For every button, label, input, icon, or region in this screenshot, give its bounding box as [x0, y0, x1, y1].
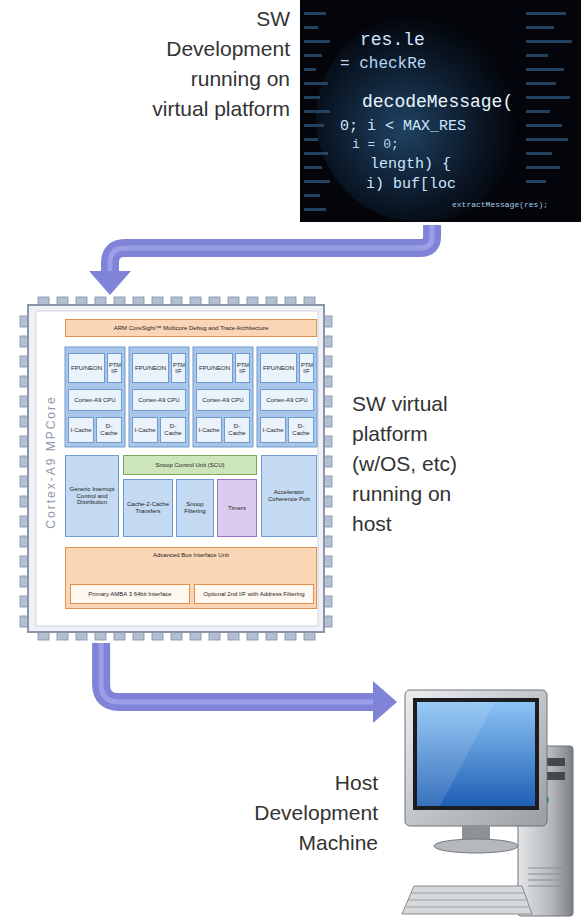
cpu-core-box: Cortex-A9 CPU — [132, 389, 186, 411]
block-label: PTM I/F — [300, 362, 313, 375]
arrow-body — [110, 225, 432, 278]
block-label: I-Cache — [197, 427, 220, 434]
block-label: FPU/NEON — [134, 365, 167, 372]
filter-box: Snoop Filtering — [176, 479, 214, 537]
code-fragment: res.le — [360, 30, 425, 51]
host-computer: Host Development Machine — [400, 688, 576, 920]
code-fragment: extractMessage(res); — [452, 200, 548, 209]
caption-text: Host Development Machine — [248, 768, 378, 858]
block-label: D-Cache — [97, 423, 121, 436]
port-box: Accelerator Coherence Port — [261, 455, 317, 537]
cache-box: I-Cache — [68, 417, 94, 443]
fpu-box: FPU/NEON — [68, 353, 105, 383]
fpu-box: FPU/NEON — [132, 353, 169, 383]
cache-box: D-Cache — [224, 417, 250, 443]
transfer-box: Cache-2-Cache Transfers — [123, 479, 173, 537]
block-label: PTM I/F — [108, 362, 121, 375]
block-label: FPU/NEON — [70, 365, 103, 372]
block-label: Snoop Filtering — [177, 501, 213, 514]
bus-unit-box: Advanced Bus Interface UnitPrimary AMBA … — [65, 547, 317, 609]
interface-box: Optional 2nd I/F with Address Filtering — [194, 584, 314, 604]
block-label: I-Cache — [69, 427, 92, 434]
cache-box: D-Cache — [288, 417, 314, 443]
block-label: PTM I/F — [236, 362, 249, 375]
block-label: Accelerator Coherence Port — [262, 489, 316, 502]
block-label: I-Cache — [261, 427, 284, 434]
ptm-box: PTM I/F — [235, 353, 250, 383]
block-label: ARM CoreSight™ Multicore Debug and Trace… — [113, 325, 270, 332]
ptm-box: PTM I/F — [299, 353, 314, 383]
code-fragment: 0; i < MAX_RES — [340, 118, 466, 135]
block-label: Advanced Bus Interface Unit — [152, 552, 230, 559]
block-label: I-Cache — [133, 427, 156, 434]
code-fragment: i) buf[loc — [366, 176, 456, 193]
block-label: Cache-2-Cache Transfers — [124, 501, 172, 514]
block-label: Primary AMBA 3 64bit Interface — [87, 591, 172, 598]
chip-art — [20, 297, 332, 640]
cache-box: I-Cache — [260, 417, 286, 443]
code-fragment: length) { — [370, 156, 451, 173]
cpu-core-box: Cortex-A9 CPU — [196, 389, 250, 411]
arrow-highlight — [101, 643, 380, 702]
cpu-core-box: Cortex-A9 CPU — [260, 389, 314, 411]
block-label: PTM I/F — [172, 362, 185, 375]
code-fragment: = checkRe — [340, 55, 426, 73]
arrow-body — [101, 643, 380, 702]
caption-text: SW Development running on virtual platfo… — [140, 4, 290, 124]
code-fragment: decodeMessage( — [362, 92, 513, 113]
arrow-highlight — [110, 225, 432, 278]
block-label: FPU/NEON — [198, 365, 231, 372]
block-label: Cortex-A9 CPU — [73, 397, 116, 404]
block-label: D-Cache — [161, 423, 185, 436]
cache-box: D-Cache — [96, 417, 122, 443]
cpu-chip: SW virtual platform (w/OS, etc) running … — [20, 297, 332, 640]
block-label: Cortex-A9 CPU — [265, 397, 308, 404]
cache-box: D-Cache — [160, 417, 186, 443]
ptm-box: PTM I/F — [107, 353, 122, 383]
computer-art — [402, 690, 573, 916]
ptm-box: PTM I/F — [171, 353, 186, 383]
code-fragment: i = 0; — [352, 138, 399, 153]
flow-arrow — [101, 643, 397, 723]
chip-title: Cortex-A9 MPCore — [42, 327, 60, 597]
fpu-box: FPU/NEON — [196, 353, 233, 383]
flow-arrow — [89, 225, 432, 295]
cpu-core-box: Cortex-A9 CPU — [68, 389, 122, 411]
block-label: Cortex-A9 CPU — [137, 397, 180, 404]
fpu-box: FPU/NEON — [260, 353, 297, 383]
interface-box: Primary AMBA 3 64bit Interface — [70, 584, 190, 604]
scu-box: Snoop Control Unit (SCU) — [123, 455, 257, 475]
arrow-head — [373, 681, 397, 723]
block-label: Snoop Control Unit (SCU) — [154, 462, 225, 469]
debug-bar: ARM CoreSight™ Multicore Debug and Trace… — [65, 319, 317, 337]
cache-box: I-Cache — [196, 417, 222, 443]
interrupt-box: Generic Interrupt Control and Distributi… — [65, 455, 119, 537]
block-label: Generic Interrupt Control and Distributi… — [66, 486, 118, 506]
block-label: Cortex-A9 CPU — [201, 397, 244, 404]
block-label: Optional 2nd I/F with Address Filtering — [202, 591, 305, 598]
block-label: D-Cache — [225, 423, 249, 436]
code-screenshot-art — [300, 0, 581, 222]
arrow-head — [89, 271, 131, 295]
caption-text: SW virtual platform (w/OS, etc) running … — [352, 389, 482, 539]
timer-box: Timers — [217, 479, 257, 537]
block-label: Timers — [227, 505, 247, 512]
block-label: D-Cache — [289, 423, 313, 436]
block-label: FPU/NEON — [262, 365, 295, 372]
cache-box: I-Cache — [132, 417, 158, 443]
